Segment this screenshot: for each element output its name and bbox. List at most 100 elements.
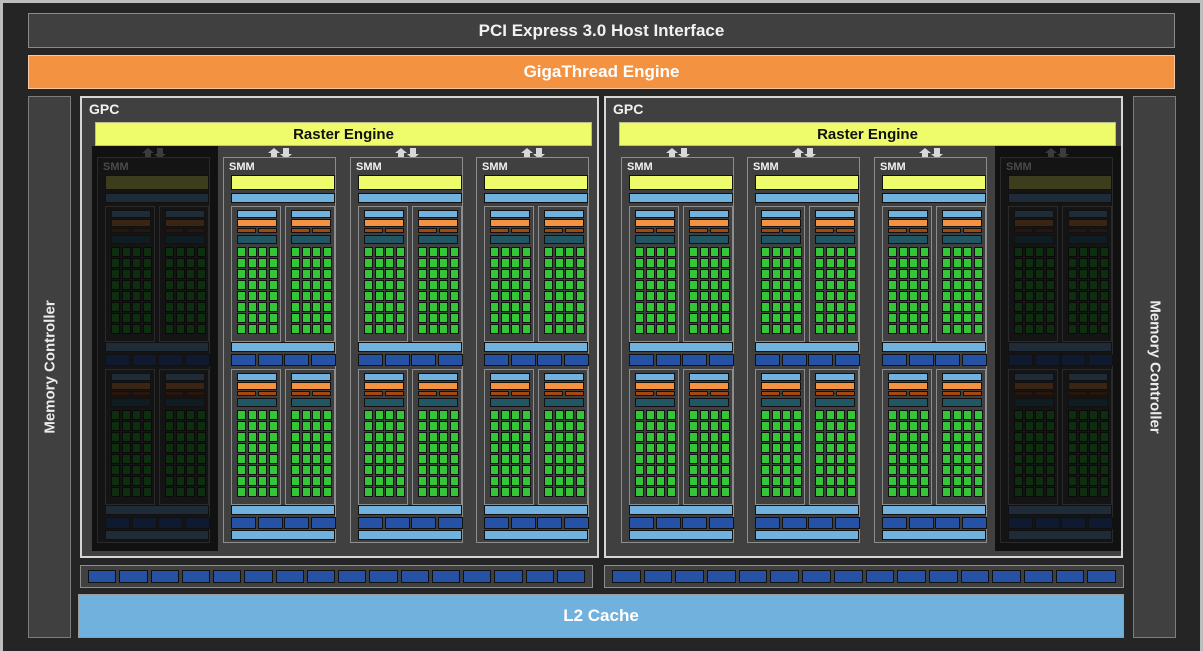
cuda-core xyxy=(836,410,845,420)
cuda-core xyxy=(1078,432,1088,442)
instruction-buffer xyxy=(689,373,729,381)
cuda-core xyxy=(165,487,174,497)
cuda-core xyxy=(575,291,585,301)
cuda-core xyxy=(565,487,574,497)
cuda-core xyxy=(490,313,499,323)
cuda-core xyxy=(635,324,644,334)
memory-bank-block xyxy=(150,570,179,583)
cuda-core xyxy=(761,291,770,301)
cuda-core xyxy=(815,465,824,475)
pci-express-label: PCI Express 3.0 Host Interface xyxy=(478,20,725,40)
cuda-core xyxy=(720,313,730,323)
smm-processing-block xyxy=(159,206,209,342)
cuda-core xyxy=(689,465,698,475)
texture-unit xyxy=(808,517,833,529)
cuda-core xyxy=(121,324,131,334)
warp-scheduler xyxy=(237,219,277,227)
cuda-core xyxy=(656,454,665,464)
cuda-core xyxy=(575,421,585,431)
cuda-core xyxy=(132,443,141,453)
cuda-core xyxy=(1089,291,1098,301)
smm-processing-block xyxy=(629,369,679,505)
dispatch-unit xyxy=(511,228,530,233)
texture-unit xyxy=(882,354,907,366)
cuda-core xyxy=(666,443,676,453)
texture-unit xyxy=(1061,517,1086,529)
register-file xyxy=(815,235,855,244)
cuda-core xyxy=(554,302,564,312)
cuda-core xyxy=(237,280,246,290)
cuda-core xyxy=(142,280,152,290)
cuda-core xyxy=(782,476,791,486)
cuda-core xyxy=(761,324,770,334)
cuda-core xyxy=(544,313,553,323)
cuda-core xyxy=(449,258,459,268)
cuda-core xyxy=(909,465,918,475)
cuda-core xyxy=(1099,410,1109,420)
cuda-core xyxy=(1089,454,1098,464)
cuda-core xyxy=(247,313,257,323)
texture-unit xyxy=(537,354,562,366)
cuda-core xyxy=(374,280,384,290)
cuda-core xyxy=(521,302,531,312)
cuda-core xyxy=(942,454,951,464)
cuda-core xyxy=(1014,476,1023,486)
cuda-core xyxy=(301,487,311,497)
cuda-core xyxy=(258,258,267,268)
cuda-core xyxy=(888,443,897,453)
dispatch-unit xyxy=(312,228,331,233)
cuda-core xyxy=(165,269,174,279)
cuda-core xyxy=(952,302,962,312)
memory-bank-block xyxy=(865,570,895,583)
cuda-core xyxy=(952,421,962,431)
cuda-core xyxy=(699,476,709,486)
cuda-core xyxy=(846,432,856,442)
cuda-core xyxy=(237,465,246,475)
cuda-core xyxy=(418,465,427,475)
cuda-core xyxy=(385,324,394,334)
cuda-core xyxy=(500,487,510,497)
texture-unit xyxy=(882,517,907,529)
cuda-core xyxy=(165,313,174,323)
cuda-core xyxy=(846,410,856,420)
smm-label: SMM xyxy=(229,161,255,173)
cuda-core xyxy=(1068,269,1077,279)
register-file xyxy=(291,398,331,407)
cuda-core xyxy=(710,443,719,453)
register-file xyxy=(111,398,151,407)
cuda-core xyxy=(439,247,448,257)
cuda-core xyxy=(1035,432,1044,442)
cuda-core xyxy=(942,313,951,323)
cuda-core xyxy=(490,476,499,486)
cuda-core xyxy=(186,432,195,442)
cuda-core xyxy=(825,247,835,257)
cuda-core xyxy=(771,247,781,257)
cuda-core xyxy=(815,269,824,279)
cuda-core xyxy=(385,258,394,268)
cuda-core xyxy=(121,432,131,442)
texture-unit xyxy=(510,517,536,529)
cuda-core xyxy=(761,432,770,442)
cuda-core xyxy=(888,302,897,312)
cuda-core xyxy=(301,465,311,475)
instruction-cache xyxy=(358,193,462,203)
gigathread-engine: GigaThread Engine xyxy=(28,55,1175,89)
cuda-core xyxy=(720,269,730,279)
cuda-core xyxy=(919,410,929,420)
cuda-core xyxy=(554,258,564,268)
raster-engine-1: Raster Engine xyxy=(619,122,1116,146)
texture-unit xyxy=(537,517,562,529)
cuda-core xyxy=(973,269,983,279)
cuda-core xyxy=(121,487,131,497)
instruction-cache xyxy=(105,193,209,203)
gpc-0-label: GPC xyxy=(89,101,120,117)
cuda-core xyxy=(1024,432,1034,442)
cuda-core xyxy=(428,280,438,290)
cuda-core xyxy=(544,302,553,312)
cuda-core xyxy=(500,269,510,279)
dispatch-unit xyxy=(1035,228,1054,233)
cuda-core xyxy=(1014,454,1023,464)
smm-container: SMM xyxy=(742,146,868,551)
cuda-core xyxy=(792,410,802,420)
cuda-core xyxy=(301,269,311,279)
